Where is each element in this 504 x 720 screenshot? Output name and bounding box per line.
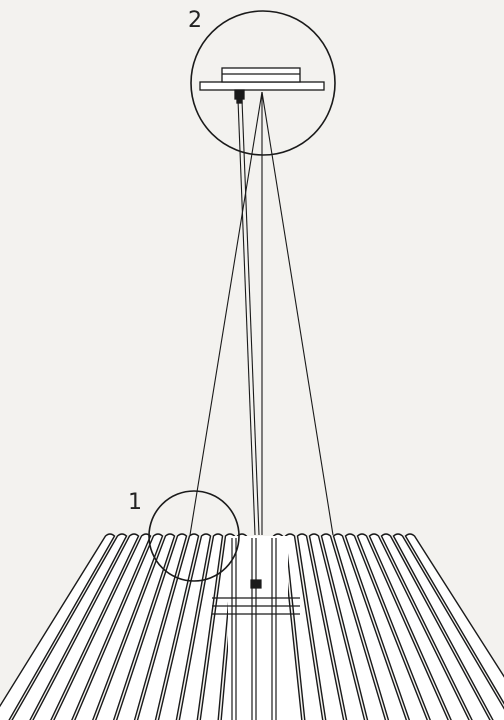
power-cord	[241, 99, 260, 536]
lampshade-slat	[95, 533, 176, 720]
lampshade-slat	[0, 533, 116, 720]
detail-circle-1	[148, 490, 240, 582]
suspension-cable-icon	[189, 91, 263, 536]
lampshade-slat	[356, 533, 449, 720]
lampshade-slat	[404, 533, 504, 705]
lampshade-slat	[368, 533, 470, 720]
ceiling-canopy-icon	[199, 67, 325, 104]
lampshade-slat	[308, 533, 366, 720]
lampshade-slat	[199, 533, 236, 720]
lampshade-slat	[392, 533, 504, 720]
lampshade-slat	[178, 533, 224, 720]
lampshade-slat	[344, 533, 428, 720]
detail-circle-2	[190, 10, 336, 156]
suspension-cable-icon	[261, 91, 334, 536]
lampshade-slat	[332, 533, 408, 720]
callout-number-2: 2	[188, 8, 202, 33]
lampshade-slat	[380, 533, 491, 720]
lampshade-slat	[115, 533, 188, 720]
lampshade-slat	[11, 533, 128, 720]
lampshade-slat	[296, 533, 345, 720]
callout-number-1: 1	[128, 490, 142, 515]
lamp-hub	[212, 536, 300, 720]
suspension-cables	[189, 91, 334, 536]
power-cord	[237, 99, 256, 536]
lampshade-slat	[74, 533, 164, 720]
lampshade-slat	[32, 533, 140, 720]
lampshade-slat	[53, 533, 152, 720]
lampshade-slat	[320, 533, 387, 720]
lampshade-slat	[284, 533, 324, 720]
